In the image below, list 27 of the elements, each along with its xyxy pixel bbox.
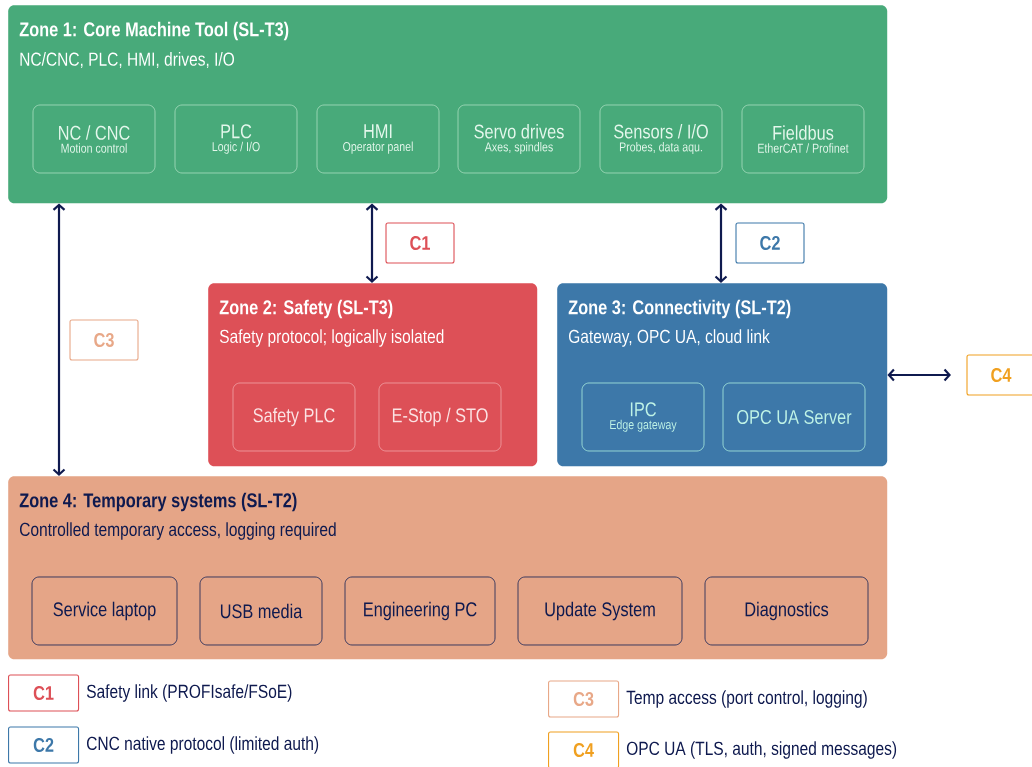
component-box: HMI Operator panel — [316, 104, 440, 174]
component-box: Fieldbus EtherCAT / Profinet — [741, 104, 865, 174]
legend-text: CNC native protocol (limited auth) — [87, 736, 319, 754]
legend-text: Safety link (PROFIsafe/FSoE) — [86, 684, 292, 702]
legend-text: OPC UA (TLS, auth, signed messages) — [626, 741, 897, 759]
component-box: NC / CNC Motion control — [32, 104, 156, 174]
component-box: OPC UA Server — [722, 382, 866, 452]
component-box: Engineering PC — [344, 576, 496, 646]
legend-text: Temp access (port control, logging) — [626, 690, 867, 708]
component-box: Sensors / I/O Probes, data aqu. — [599, 104, 723, 174]
edge-label: C2 — [735, 222, 805, 264]
edge-label: C4 — [966, 354, 1032, 396]
component-box: PLC Logic / I/O — [174, 104, 298, 174]
edge-label: C3 — [69, 319, 139, 361]
arrow — [714, 203, 728, 283]
component-box: USB media — [199, 576, 323, 646]
arrow — [52, 203, 66, 476]
component-box: IPC Edge gateway — [581, 382, 705, 452]
arrow — [887, 368, 951, 382]
edge-label: C1 — [385, 222, 455, 264]
component-box: Update System — [517, 576, 683, 646]
component-box: E-Stop / STO — [378, 382, 502, 452]
component-box: Service laptop — [31, 576, 178, 646]
arrow — [365, 203, 379, 283]
component-box: Servo drives Axes, spindles — [457, 104, 581, 174]
component-box: Diagnostics — [704, 576, 869, 646]
component-box: Safety PLC — [232, 382, 356, 452]
